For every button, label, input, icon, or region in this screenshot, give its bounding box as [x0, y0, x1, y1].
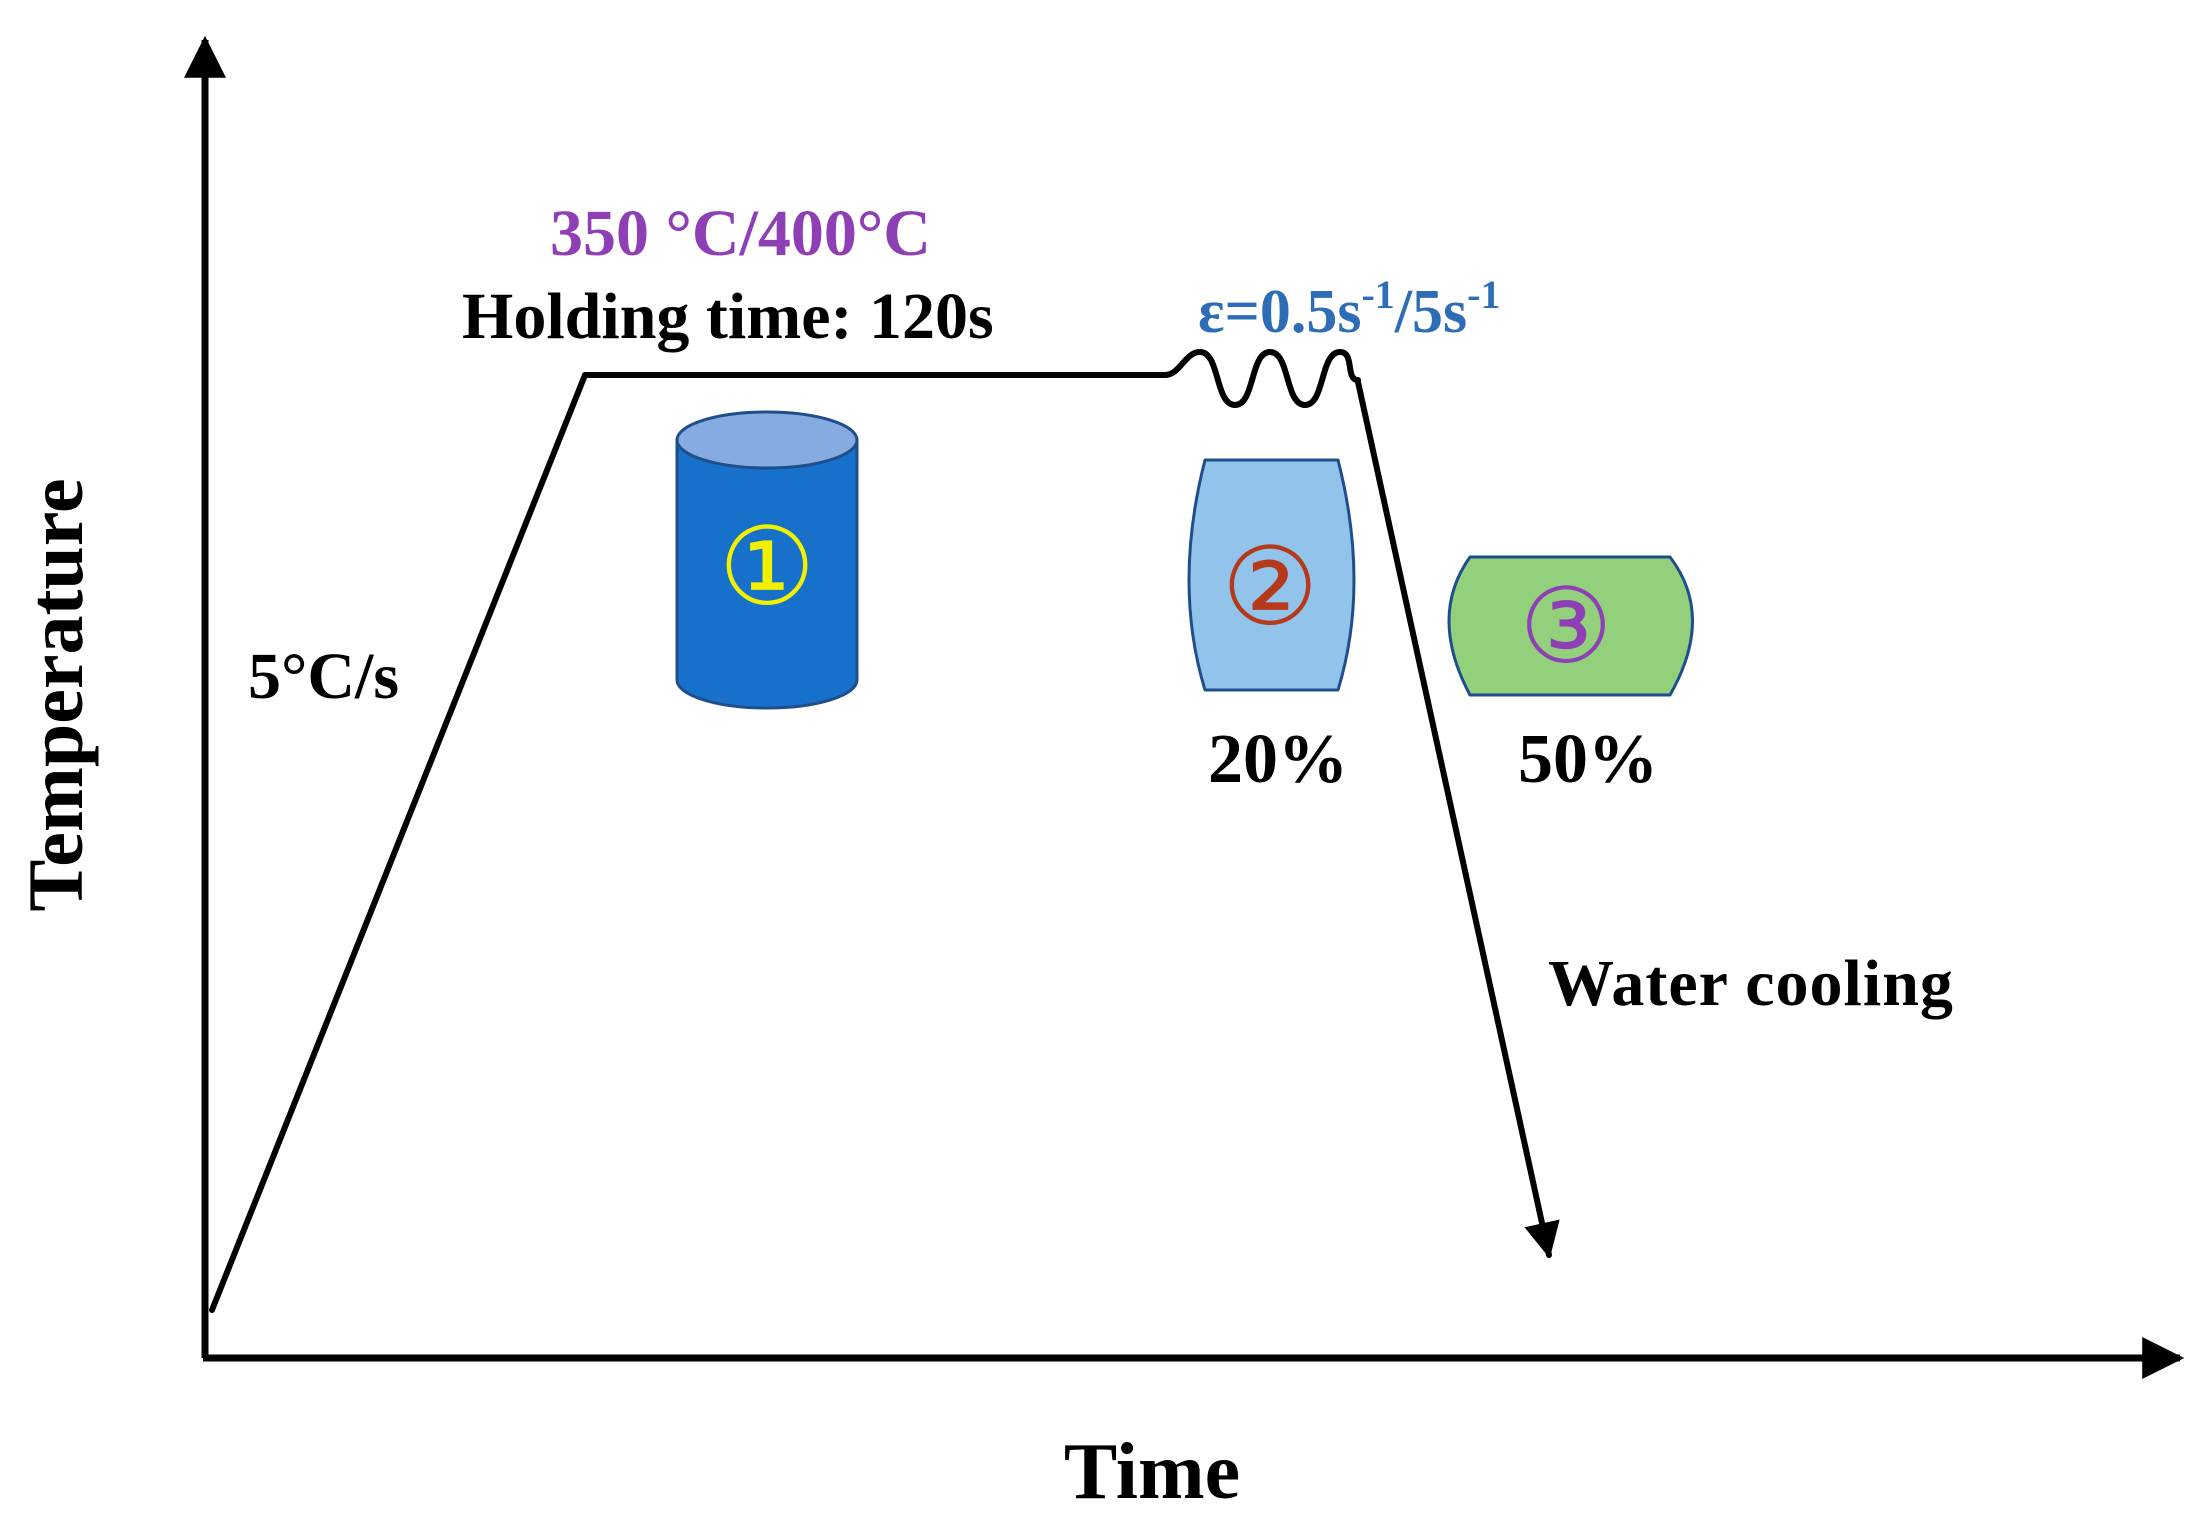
sample-1-body	[675, 438, 859, 710]
sample-2-body	[1187, 458, 1356, 692]
sample-3-strain-label: 50%	[1518, 721, 1658, 798]
strain-rate-middle: /5s	[1394, 278, 1467, 346]
water-cooling-segment	[1355, 379, 1560, 1259]
strain-rate-exponent-1: -1	[1361, 272, 1394, 317]
heating-rate-label: 5°C/s	[248, 640, 399, 713]
temperature-label: 350 °C/400°C	[550, 197, 931, 270]
deformation-wave	[1162, 349, 1361, 408]
sample-2-marker: ②	[1222, 526, 1319, 647]
strain-rate-exponent-2: -1	[1467, 272, 1500, 317]
sample-1-cylinder: ①	[675, 410, 859, 710]
axes	[184, 35, 2185, 1379]
sample-1-marker: ①	[719, 506, 816, 627]
x-axis-label: Time	[1064, 1428, 1240, 1516]
sample-2-cylinder: ② 20%	[1187, 458, 1356, 798]
sample-3-body	[1447, 555, 1694, 697]
sample-1-top	[675, 410, 859, 470]
holding-time-label: Holding time: 120s	[462, 280, 994, 353]
strain-rate-prefix: ε=0.5s	[1198, 278, 1361, 346]
strain-rate-label: ε=0.5s-1/5s-1	[1198, 272, 1500, 346]
water-cooling-label: Water cooling	[1548, 947, 1954, 1020]
sample-3-marker: ③	[1519, 569, 1612, 685]
process-curve	[209, 349, 1560, 1313]
heating-and-holding-segment	[209, 372, 1168, 1313]
y-axis-label: Temperature	[12, 478, 99, 911]
sample-2-strain-label: 20%	[1208, 721, 1348, 798]
sample-3-cylinder: ③ 50%	[1447, 555, 1694, 798]
